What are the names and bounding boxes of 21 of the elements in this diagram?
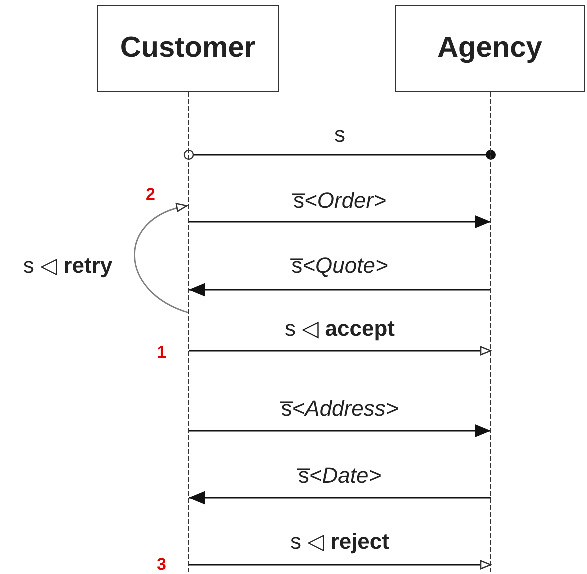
message-label: s ◁ reject	[290, 531, 390, 553]
message-label: s	[334, 124, 346, 146]
message-arrow	[189, 215, 491, 229]
message-label: s̅<Order>	[294, 190, 386, 212]
message-label: s̅<Address>	[281, 398, 399, 420]
message-arrow	[189, 283, 491, 297]
step-number: 3	[157, 556, 166, 573]
participant-name: Customer	[120, 32, 256, 65]
message-arrow	[189, 560, 492, 570]
connector-line	[184, 150, 496, 160]
message-arrow	[189, 491, 491, 505]
message-arrow	[189, 424, 491, 438]
step-number: 2	[146, 186, 156, 203]
message-arrow	[189, 346, 492, 356]
loop-arrow	[134, 204, 190, 314]
message-label: s ◁ retry	[23, 255, 113, 277]
step-number: 1	[157, 344, 166, 361]
message-label: s̅<Date>	[298, 465, 382, 487]
participant-name: Agency	[438, 32, 542, 65]
message-label: s ◁ accept	[285, 318, 395, 340]
message-label: s̅<Quote>	[292, 255, 388, 277]
